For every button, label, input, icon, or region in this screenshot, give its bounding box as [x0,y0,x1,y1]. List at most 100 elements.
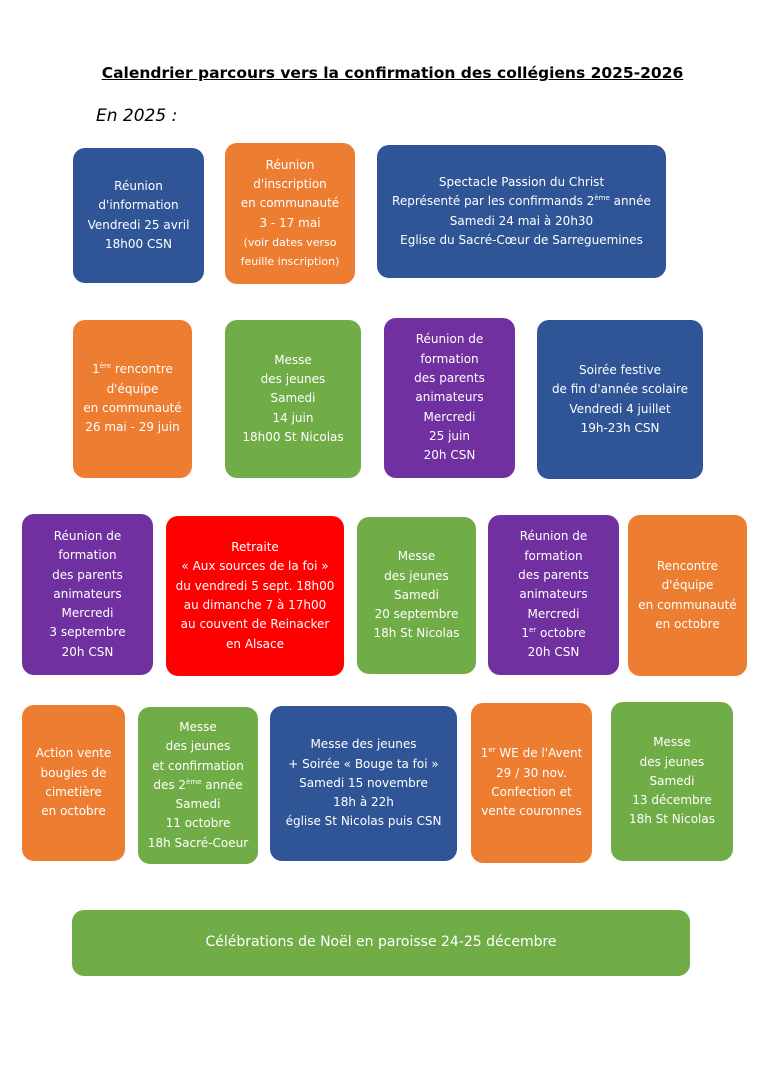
event-line: feuille inscription) [240,255,340,269]
event-line: 18h St Nicolas [628,812,715,827]
event-line: 1ère rencontre [92,360,173,379]
event-line: et confirmation [152,758,244,773]
event-line: des jeunes [384,568,449,583]
event-line: Réunion [265,157,315,172]
event-line: bougies de [40,765,107,780]
event-line: en Alsace [226,636,284,651]
event-line: d'équipe [106,381,159,396]
event-line: + Soirée « Bouge ta foi » [288,756,439,771]
event-line-post: année [201,777,243,792]
event-line: 1er WE de l'Avent [481,744,583,763]
event-line: Samedi 15 novembre [299,775,428,790]
event-line-pre: 1 [521,625,529,640]
event-line: Soirée festive [579,362,661,377]
event-line: de fin d'année scolaire [551,382,689,397]
event-line: 20h CSN [423,448,476,463]
event-line: formation [524,548,583,563]
event-line: 11 octobre [165,816,231,831]
event-line: Réunion de [519,529,588,544]
event-line: des parents [414,371,485,386]
event-line: Célébrations de Noël en paroisse 24-25 d… [205,934,557,951]
event-line: 18h Sacré-Coeur [147,835,249,850]
event-line: Réunion de [415,332,484,347]
event-line: 13 décembre [632,793,712,808]
event-line: des jeunes [165,739,231,754]
event-reunion-parents-3-sept: Réunion de formation des parents animateurs… [22,514,153,675]
event-line-post: WE de l'Avent [495,746,583,761]
event-line: des parents [52,567,123,582]
event-line: Mercredi [423,409,476,424]
event-line: Samedi [649,773,695,788]
event-line: Vendredi 4 juillet [569,401,671,416]
event-line: en communauté [638,597,737,612]
event-line: 18h St Nicolas [373,626,460,641]
event-retraite: Retraite« Aux sources de la foi »du vend… [166,516,344,676]
event-line: 18h à 22h [333,795,394,810]
event-line: 3 septembre [49,625,126,640]
event-line: 18h00 CSN [105,236,172,251]
event-line-post: rencontre [111,362,173,377]
event-line: formation [420,351,479,366]
event-line: au couvent de Reinacker [180,617,330,632]
event-line: Eglise du Sacré-Cœur de Sarreguemines [400,232,643,247]
event-line-pre: des 2 [153,777,187,792]
event-line: Réunion de [53,528,122,543]
event-line: 20h CSN [61,644,114,659]
event-line-sup: ème [594,194,610,203]
event-line: 14 juin [272,410,314,425]
event-line: Messe [653,735,691,750]
event-line: du vendredi 5 sept. 18h00 [175,578,335,593]
event-line: en communauté [83,401,182,415]
event-line-post: octobre [536,625,586,640]
event-line: 1er octobre [521,624,585,643]
event-line: 20 septembre [374,607,459,622]
event-line: Messe [274,352,312,367]
event-line: formation [58,548,117,563]
event-line: Samedi 24 mai à 20h30 [449,213,594,228]
event-line: d'inscription [253,176,327,191]
event-line-sup: er [528,625,537,634]
event-line: des jeunes [639,754,705,769]
page-title: Calendrier parcours vers la confirmation… [101,64,684,82]
event-line: Messe [179,719,217,734]
event-line: 3 - 17 mai [259,215,321,230]
event-line: vente couronnes [481,804,582,819]
event-line: animateurs [415,390,484,405]
event-line: 18h00 St Nicolas [242,429,344,444]
event-line: 19h-23h CSN [580,420,660,435]
event-line: d'équipe [661,578,714,593]
event-line: Réunion [114,178,163,193]
event-line: au dimanche 7 à 17h00 [183,598,327,612]
event-celebrations-noel: Célébrations de Noël en paroisse 24-25 d… [72,910,690,976]
event-line-pre: 1 [480,746,489,761]
event-line: en octobre [41,804,106,819]
event-line: des parents [518,568,589,583]
event-line-post: année [609,194,651,209]
event-line: animateurs [53,586,122,601]
event-line: des jeunes [260,372,326,387]
event-line: Représenté par les confirmands 2ème anné… [392,192,651,211]
event-line: des 2ème année [153,776,242,795]
event-line: 26 mai - 29 juin [85,420,180,435]
event-line: 25 juin [429,428,470,443]
event-line: Messe [397,549,436,564]
event-line: 29 / 30 nov. [496,765,567,780]
event-messe-soiree-15-nov: Messe des jeunes+ Soirée « Bouge ta foi … [270,706,457,861]
event-line-pre: 1 [92,362,100,377]
year-heading: En 2025 : [96,106,178,126]
event-line: 20h CSN [527,645,580,660]
event-reunion-parents-25-juin: Réunion de formation des parents animateurs… [384,318,515,478]
event-line: Samedi [394,587,439,602]
event-line: Samedi [175,797,221,812]
